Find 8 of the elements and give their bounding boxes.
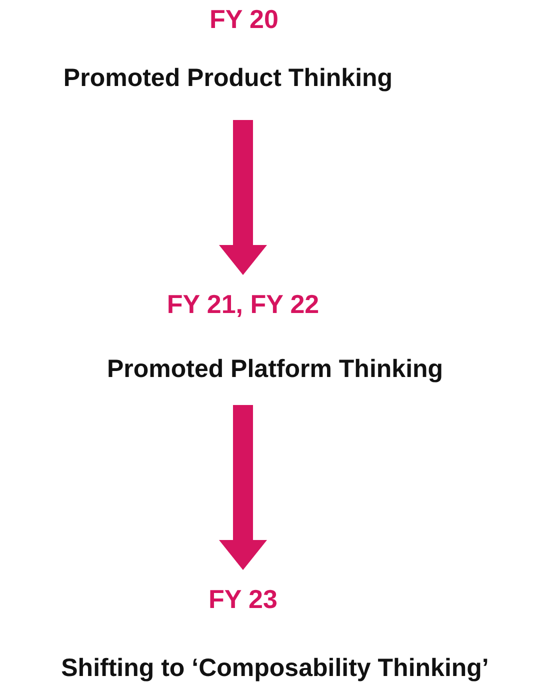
year-label: FY 20 [210,4,278,35]
year-label: FY 21, FY 22 [166,289,320,320]
stage-title: Promoted Platform Thinking [106,355,444,384]
down-arrow [219,120,267,275]
year-label: FY 23 [208,584,278,615]
stage-title: Shifting to ‘Composability Thinking’ [61,654,489,683]
down-arrow [219,405,267,570]
stage-title: Promoted Product Thinking [63,64,393,93]
